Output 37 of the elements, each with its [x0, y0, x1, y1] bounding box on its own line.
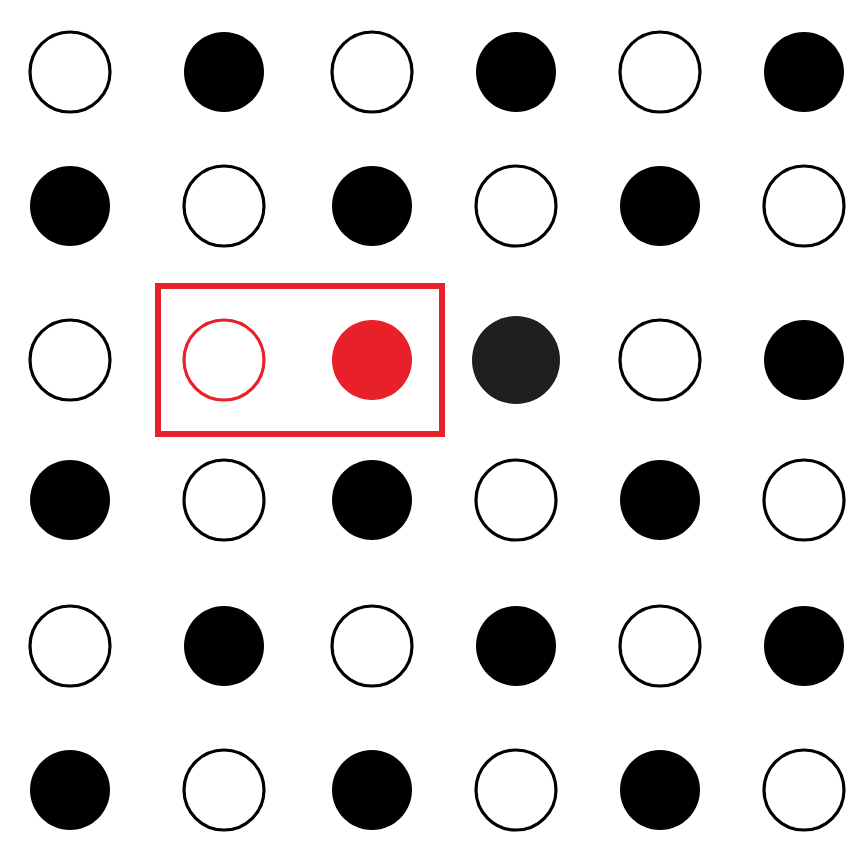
filled-circle	[620, 460, 700, 540]
filled-circle	[332, 166, 412, 246]
open-circle	[28, 604, 112, 688]
open-circle	[182, 458, 266, 542]
open-circle	[762, 458, 846, 542]
open-circle	[474, 164, 558, 248]
filled-circle	[764, 32, 844, 112]
filled-circle	[620, 750, 700, 830]
filled-circle	[476, 606, 556, 686]
open-circle	[762, 748, 846, 832]
open-circle	[330, 604, 414, 688]
open-circle	[618, 30, 702, 114]
filled-circle	[332, 460, 412, 540]
filled-circle	[30, 166, 110, 246]
open-circle	[618, 318, 702, 402]
open-circle	[28, 318, 112, 402]
open-circle	[28, 30, 112, 114]
open-circle	[474, 748, 558, 832]
open-circle	[762, 164, 846, 248]
filled-circle	[332, 750, 412, 830]
filled-circle	[476, 32, 556, 112]
filled-circle	[764, 606, 844, 686]
filled-circle	[184, 606, 264, 686]
highlight-box	[155, 283, 445, 437]
open-circle	[618, 604, 702, 688]
open-circle	[182, 318, 266, 402]
open-circle	[182, 748, 266, 832]
filled-circle	[30, 750, 110, 830]
filled-circle	[764, 320, 844, 400]
filled-circle	[332, 320, 412, 400]
open-circle	[182, 164, 266, 248]
filled-circle	[184, 32, 264, 112]
filled-circle	[620, 166, 700, 246]
open-circle	[474, 458, 558, 542]
filled-circle	[472, 316, 560, 404]
filled-circle	[30, 460, 110, 540]
open-circle	[330, 30, 414, 114]
